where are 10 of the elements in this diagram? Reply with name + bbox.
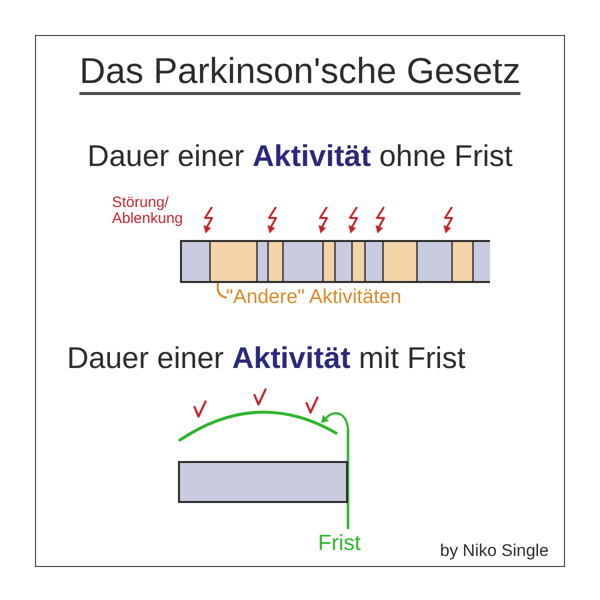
heading: Dauer einer Aktivität mit Frist: [67, 342, 466, 376]
segmented-bar: [180, 240, 490, 283]
bar: [178, 461, 348, 503]
author-credit: by Niko Single: [440, 541, 549, 561]
title: Das Parkinson'sche Gesetz: [79, 50, 521, 96]
leader-line: [216, 282, 227, 298]
heading: Dauer einer Aktivität ohne Frist: [87, 140, 513, 174]
annotation-text: Störung/ Ablenkung: [112, 195, 183, 226]
annotation-text: "Andere" Aktivitäten: [226, 286, 402, 309]
deadline-label: Frist: [318, 530, 361, 556]
